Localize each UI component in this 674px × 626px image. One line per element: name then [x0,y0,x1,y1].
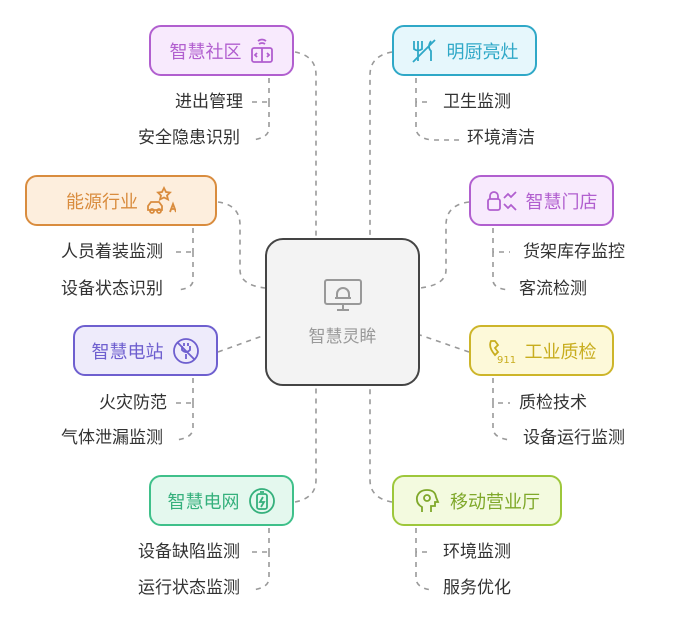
sub-item: 人员着装监测 [61,242,163,262]
sub-item: 火灾防范 [99,393,167,413]
sub-item: 质检技术 [519,393,587,413]
no-plug-icon [172,337,199,364]
sub-item: 安全隐患识别 [138,128,240,148]
branch-label: 智慧社区 [169,41,242,63]
sub-item: 服务优化 [443,578,511,598]
branch-energy-industry[interactable]: 能源行业 [25,175,217,226]
svg-text:911: 911 [497,355,516,365]
branch-smart-grid[interactable]: 智慧电网 [149,475,294,526]
branch-label: 能源行业 [66,191,138,213]
head-gear-icon [415,488,440,512]
sub-item: 环境监测 [443,542,511,562]
no-utensils-icon [411,38,436,63]
branch-mobile-business-hall[interactable]: 移动营业厅 [392,475,562,526]
branch-label: 明厨亮灶 [446,41,519,63]
center-node[interactable]: 智慧灵眸 [265,238,420,386]
lock-trend-icon [486,190,517,211]
sub-item: 客流检测 [519,279,587,299]
branch-label: 智慧电网 [167,491,240,513]
phone-911-icon: 911 [488,339,516,365]
branch-smart-power-station[interactable]: 智慧电站 [73,325,218,376]
monitor-hardhat-icon [323,278,362,311]
branch-label: 移动营业厅 [450,491,540,513]
sub-item: 环境清洁 [467,128,535,148]
branch-open-kitchen[interactable]: 明厨亮灶 [392,25,537,76]
sub-item: 运行状态监测 [138,578,240,598]
sub-item: 气体泄漏监测 [61,428,163,448]
sub-item: 卫生监测 [443,92,511,112]
sub-item: 进出管理 [175,92,243,112]
branch-label: 智慧电站 [91,341,164,363]
smart-building-icon [250,38,273,63]
branch-label: 智慧门店 [525,191,598,213]
sub-item: 货架库存监控 [523,242,625,262]
branch-label: 工业质检 [524,341,597,363]
sub-item: 设备状态识别 [61,279,163,299]
branch-smart-store[interactable]: 智慧门店 [469,175,614,226]
car-star-icon [147,185,176,214]
sub-item: 设备运行监测 [523,428,625,448]
sub-item: 设备缺陷监测 [138,542,240,562]
branch-industrial-qc[interactable]: 911 工业质检 [469,325,614,376]
battery-charge-icon [248,487,275,514]
branch-smart-community[interactable]: 智慧社区 [149,25,294,76]
center-label: 智慧灵眸 [308,326,377,347]
